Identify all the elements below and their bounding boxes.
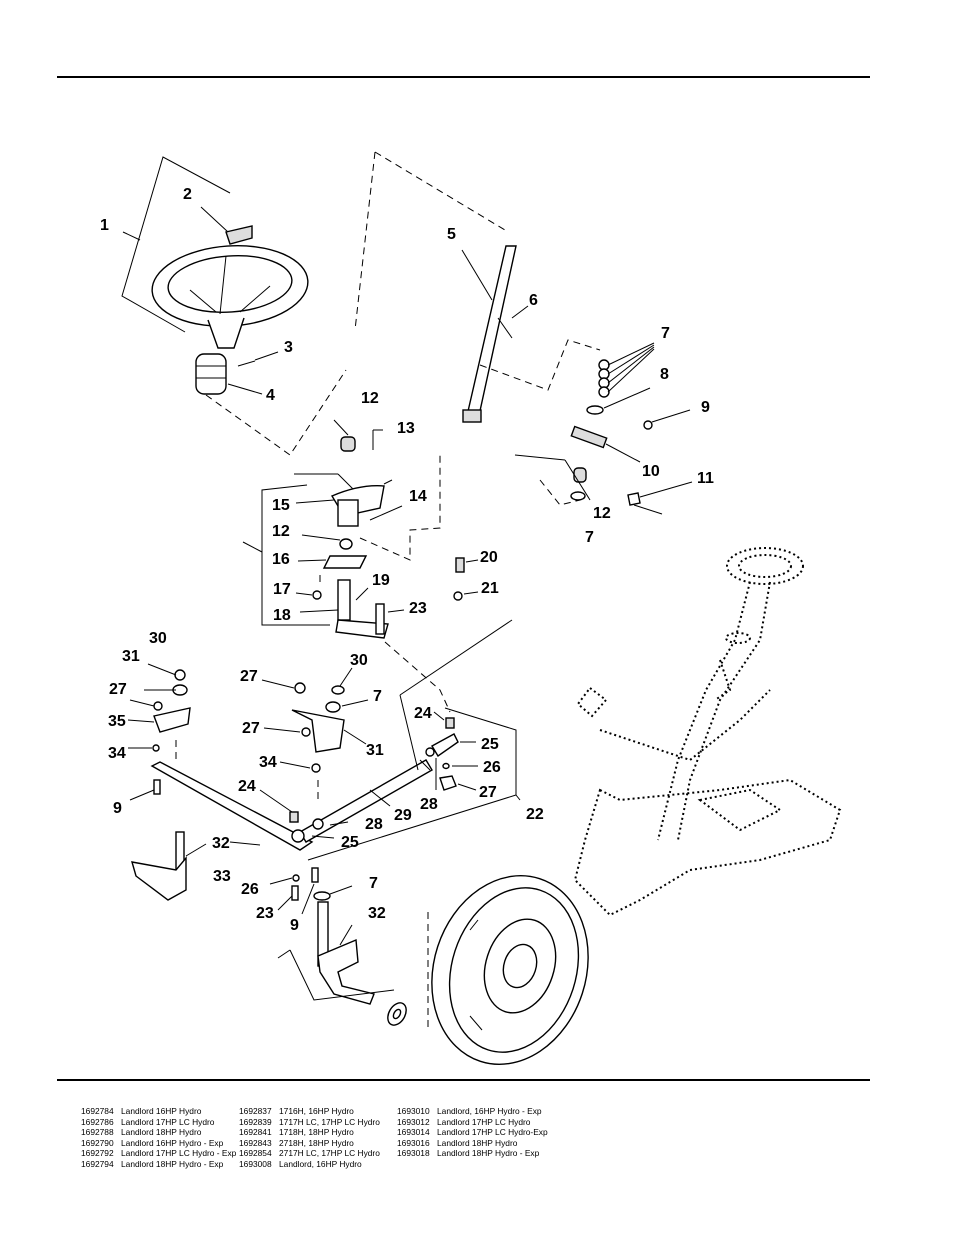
callout-24-right: 24: [414, 705, 432, 722]
top-rule: [57, 76, 870, 78]
tractor-overview-illustration: [573, 547, 842, 917]
callout-31-left: 31: [122, 648, 140, 665]
right-hardware-group: [479, 339, 693, 515]
callout-25-right: 25: [481, 736, 499, 753]
callout-27-center: 27: [242, 720, 260, 737]
left-spindle-group: [127, 663, 314, 901]
callout-31-center: 31: [366, 742, 384, 759]
callout-27-center-top: 27: [240, 668, 258, 685]
callout-8: 8: [660, 366, 669, 383]
callout-labels: 1 2 3 4 5 6 7 8 9 10 11 12 7 12 13 14 15…: [100, 186, 714, 934]
steering-shaft-group: [354, 151, 529, 423]
callout-7-top: 7: [661, 325, 670, 342]
right-spindle-group: [277, 885, 407, 1026]
callout-9-center: 9: [290, 917, 299, 934]
callout-28-right: 28: [420, 796, 438, 813]
callout-20: 20: [480, 549, 498, 566]
callout-2: 2: [183, 186, 192, 203]
callout-23-gear: 23: [409, 600, 427, 617]
callout-16: 16: [272, 551, 290, 568]
callout-18: 18: [273, 607, 291, 624]
callout-32-right: 32: [368, 905, 386, 922]
callout-22: 22: [526, 806, 544, 823]
callout-9-right: 9: [701, 399, 710, 416]
callout-14: 14: [409, 488, 427, 505]
callout-9-left: 9: [113, 800, 122, 817]
callout-35: 35: [108, 713, 126, 730]
callout-11: 11: [697, 470, 714, 487]
callout-3: 3: [284, 339, 293, 356]
callout-30-center: 30: [350, 652, 368, 669]
callout-29: 29: [394, 807, 412, 824]
callout-5: 5: [447, 226, 456, 243]
callout-12-gear: 12: [272, 523, 290, 540]
center-drag-link-group: [259, 667, 433, 915]
callout-33: 33: [213, 868, 231, 885]
callout-15: 15: [272, 497, 290, 514]
callout-12-right: 12: [593, 505, 611, 522]
callout-27-right: 27: [479, 784, 497, 801]
steering-wheel-group: [121, 156, 347, 456]
callout-12-center: 12: [361, 390, 379, 407]
callout-17: 17: [273, 581, 291, 598]
callout-4: 4: [266, 387, 275, 404]
callout-23-center: 23: [256, 905, 274, 922]
bottom-rule: [57, 1079, 870, 1081]
callout-24-center: 24: [238, 778, 256, 795]
callout-30-left: 30: [149, 630, 167, 647]
steering-gear-group: [242, 419, 479, 713]
tire-illustration: [427, 875, 589, 1065]
right-drag-link-group: [307, 619, 521, 861]
callout-26-center: 26: [241, 881, 259, 898]
callout-10: 10: [642, 463, 660, 480]
callout-32-left: 32: [212, 835, 230, 852]
callout-7-bottom: 7: [369, 875, 378, 892]
callout-28-center: 28: [365, 816, 383, 833]
callout-34-left: 34: [108, 745, 126, 762]
callout-34-center: 34: [259, 754, 277, 771]
callout-6: 6: [529, 292, 538, 309]
callout-7-center: 7: [373, 688, 382, 705]
callout-19: 19: [372, 572, 390, 589]
callout-25-center: 25: [341, 834, 359, 851]
callout-1: 1: [100, 217, 109, 234]
callout-21: 21: [481, 580, 499, 597]
callout-26-right: 26: [483, 759, 501, 776]
callout-13: 13: [397, 420, 415, 437]
callout-7-right: 7: [585, 529, 594, 546]
callout-27-left: 27: [109, 681, 127, 698]
